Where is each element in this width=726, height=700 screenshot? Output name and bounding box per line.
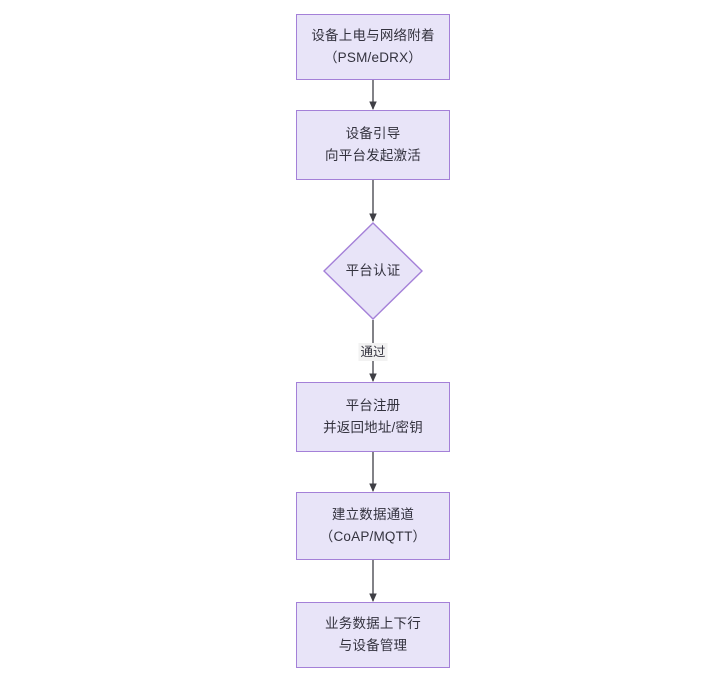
node-device-power-on[interactable]: 设备上电与网络附着 （PSM/eDRX） <box>296 14 450 80</box>
node-label: 平台注册 并返回地址/密钥 <box>323 398 423 435</box>
node-label: 设备引导 向平台发起激活 <box>325 126 421 163</box>
node-business-data-and-device-management[interactable]: 业务数据上下行 与设备管理 <box>296 602 450 668</box>
node-label: 平台认证 <box>345 263 401 278</box>
edge-label-pass: 通过 <box>358 343 388 361</box>
node-label: 建立数据通道 （CoAP/MQTT） <box>319 507 427 544</box>
node-establish-data-channel[interactable]: 建立数据通道 （CoAP/MQTT） <box>296 492 450 560</box>
node-label: 业务数据上下行 与设备管理 <box>325 616 421 653</box>
node-device-bootstrap[interactable]: 设备引导 向平台发起激活 <box>296 110 450 180</box>
diamond-shape-icon <box>323 222 423 320</box>
node-platform-registration[interactable]: 平台注册 并返回地址/密钥 <box>296 382 450 452</box>
node-label: 设备上电与网络附着 （PSM/eDRX） <box>311 28 435 65</box>
node-platform-authentication[interactable]: 平台认证 <box>323 222 423 320</box>
